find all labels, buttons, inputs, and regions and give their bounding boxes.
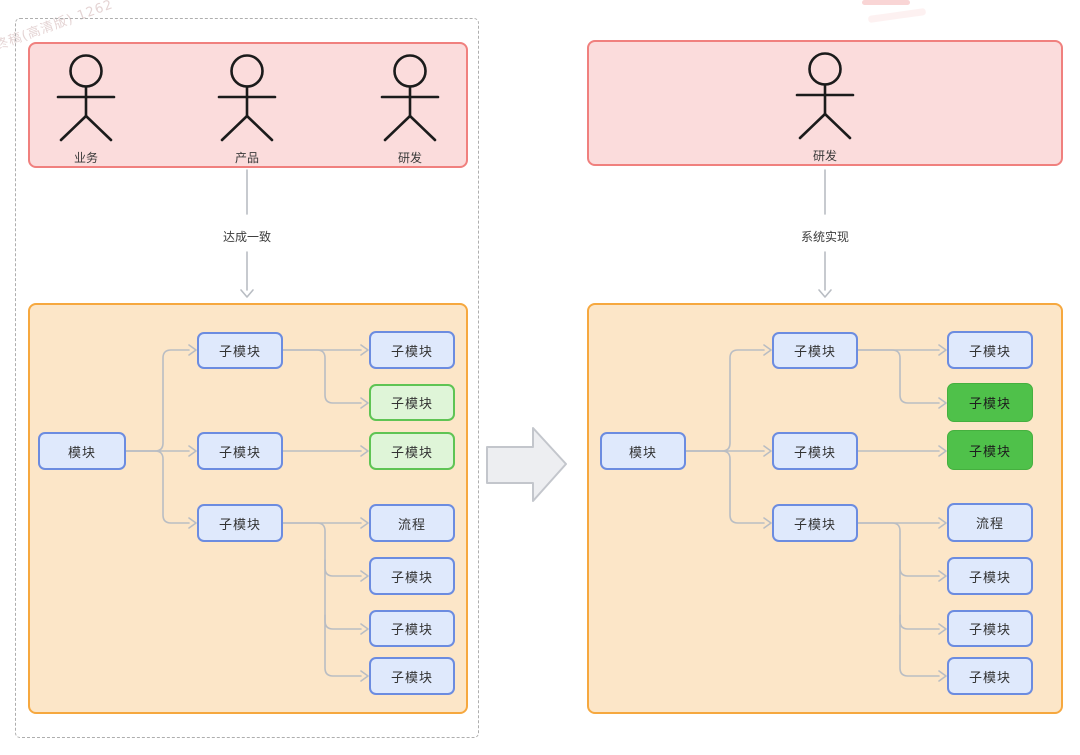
left-transition-label: 达成一致 bbox=[219, 228, 275, 245]
stick-figure-icon bbox=[217, 54, 277, 142]
flow-node-leaf[interactable]: 子模块 bbox=[947, 657, 1033, 695]
flow-node-leaf[interactable]: 子模块 bbox=[369, 331, 455, 369]
stick-figure-icon bbox=[795, 52, 855, 140]
watermark-smudge bbox=[862, 0, 910, 5]
flow-node-leaf[interactable]: 子模块 bbox=[369, 557, 455, 595]
flow-node-leaf[interactable]: 子模块 bbox=[947, 557, 1033, 595]
flow-node-mid[interactable]: 子模块 bbox=[197, 332, 283, 369]
flow-node-leaf[interactable]: 子模块 bbox=[947, 610, 1033, 647]
flow-node-root[interactable]: 模块 bbox=[38, 432, 126, 470]
actor-business-label: 业务 bbox=[73, 151, 99, 165]
transform-arrow bbox=[486, 427, 567, 502]
flow-node-leaf[interactable]: 子模块 bbox=[369, 657, 455, 695]
flow-node-mid[interactable]: 子模块 bbox=[197, 504, 283, 542]
actor-rd-left[interactable] bbox=[376, 54, 444, 146]
stick-figure-icon bbox=[56, 54, 116, 142]
actor-business[interactable] bbox=[52, 54, 120, 146]
flow-node-leaf[interactable]: 流程 bbox=[369, 504, 455, 542]
left-group-panel bbox=[15, 18, 479, 738]
flow-node-mid[interactable]: 子模块 bbox=[772, 332, 858, 369]
actor-rd-right-label: 研发 bbox=[812, 149, 838, 163]
flow-node-leaf-highlight[interactable]: 子模块 bbox=[947, 383, 1033, 422]
actor-product-label: 产品 bbox=[234, 151, 260, 165]
flow-node-root[interactable]: 模块 bbox=[600, 432, 686, 470]
flow-node-leaf[interactable]: 流程 bbox=[947, 503, 1033, 542]
flow-node-leaf-highlight[interactable]: 子模块 bbox=[369, 432, 455, 470]
flow-node-mid[interactable]: 子模块 bbox=[772, 432, 858, 470]
stick-figure-icon bbox=[380, 54, 440, 142]
flow-node-leaf[interactable]: 子模块 bbox=[369, 610, 455, 647]
actor-rd-left-label: 研发 bbox=[397, 151, 423, 165]
flow-node-leaf[interactable]: 子模块 bbox=[947, 331, 1033, 369]
flow-node-leaf-highlight[interactable]: 子模块 bbox=[947, 430, 1033, 470]
actor-rd-right[interactable] bbox=[791, 52, 859, 144]
flow-node-mid[interactable]: 子模块 bbox=[772, 504, 858, 542]
right-actors-box[interactable] bbox=[587, 40, 1063, 166]
flow-node-mid[interactable]: 子模块 bbox=[197, 432, 283, 470]
right-transition-label: 系统实现 bbox=[797, 228, 853, 245]
actor-product[interactable] bbox=[213, 54, 281, 146]
flow-node-leaf-highlight[interactable]: 子模块 bbox=[369, 384, 455, 421]
